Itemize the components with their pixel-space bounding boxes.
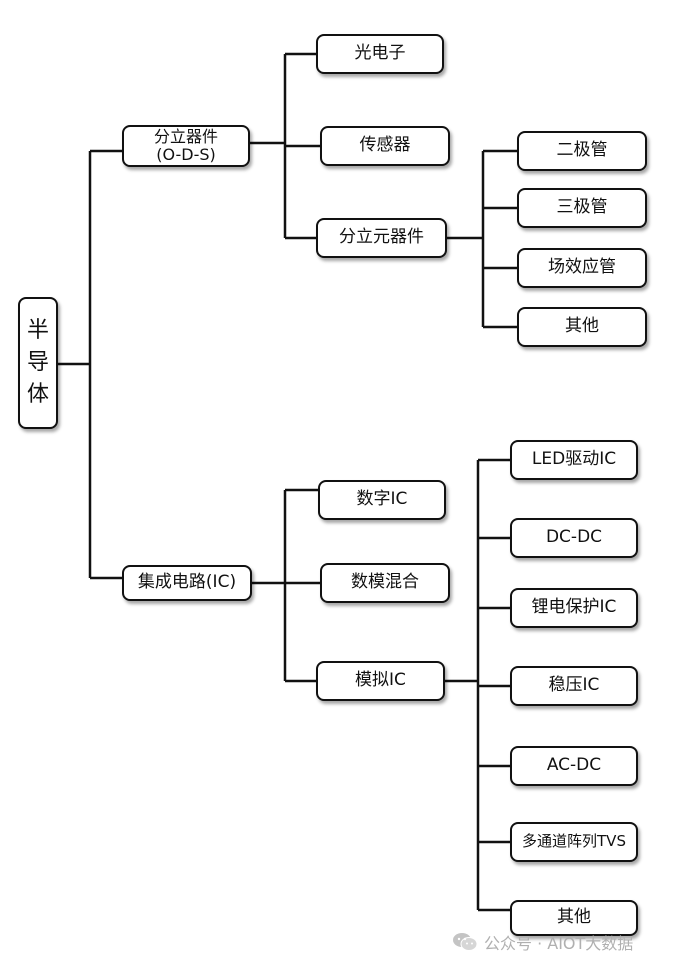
root-node-semiconductor: 半 导 体 xyxy=(18,297,58,429)
connector-analog xyxy=(445,458,510,912)
node-mosfet: 场效应管 xyxy=(517,248,647,288)
node-optoelectronics: 光电子 xyxy=(316,34,444,74)
connector-discrete xyxy=(250,52,320,240)
node-discrete-line1: 分立器件 xyxy=(153,127,218,147)
node-integrated-circuit: 集成电路(IC) xyxy=(122,565,252,601)
node-discrete-components: 分立元器件 xyxy=(316,218,447,258)
root-char-2: 导 xyxy=(26,350,49,376)
node-mixed-signal: 数模混合 xyxy=(320,563,450,603)
root-char-1: 半 xyxy=(26,318,49,344)
root-char-3: 体 xyxy=(26,381,49,407)
node-diode: 二极管 xyxy=(517,131,647,171)
node-led-driver-ic: LED驱动IC xyxy=(510,440,638,480)
connector-components xyxy=(447,149,517,329)
node-ac-dc: AC-DC xyxy=(510,746,638,786)
node-discrete-line2: (O-D-S) xyxy=(156,145,216,164)
node-battery-protection-ic: 锂电保护IC xyxy=(510,588,638,628)
wechat-icon xyxy=(453,933,478,951)
node-dc-dc: DC-DC xyxy=(510,518,638,558)
node-discrete-other: 其他 xyxy=(517,307,647,347)
node-digital-ic: 数字IC xyxy=(318,480,446,520)
node-sensor: 传感器 xyxy=(320,126,450,166)
node-discrete-devices: 分立器件 (O-D-S) xyxy=(122,125,250,167)
node-analog-ic: 模拟IC xyxy=(316,661,445,701)
connector-root xyxy=(58,149,122,580)
node-voltage-regulator-ic: 稳压IC xyxy=(510,666,638,706)
connector-ic xyxy=(252,488,320,683)
watermark: 公众号 · AIOT大数据 xyxy=(452,929,633,955)
node-transistor: 三极管 xyxy=(517,188,647,228)
watermark-text: 公众号 · AIOT大数据 xyxy=(484,934,634,953)
node-analog-other: 其他 xyxy=(510,900,638,936)
node-multichannel-tvs: 多通道阵列TVS xyxy=(510,822,638,862)
